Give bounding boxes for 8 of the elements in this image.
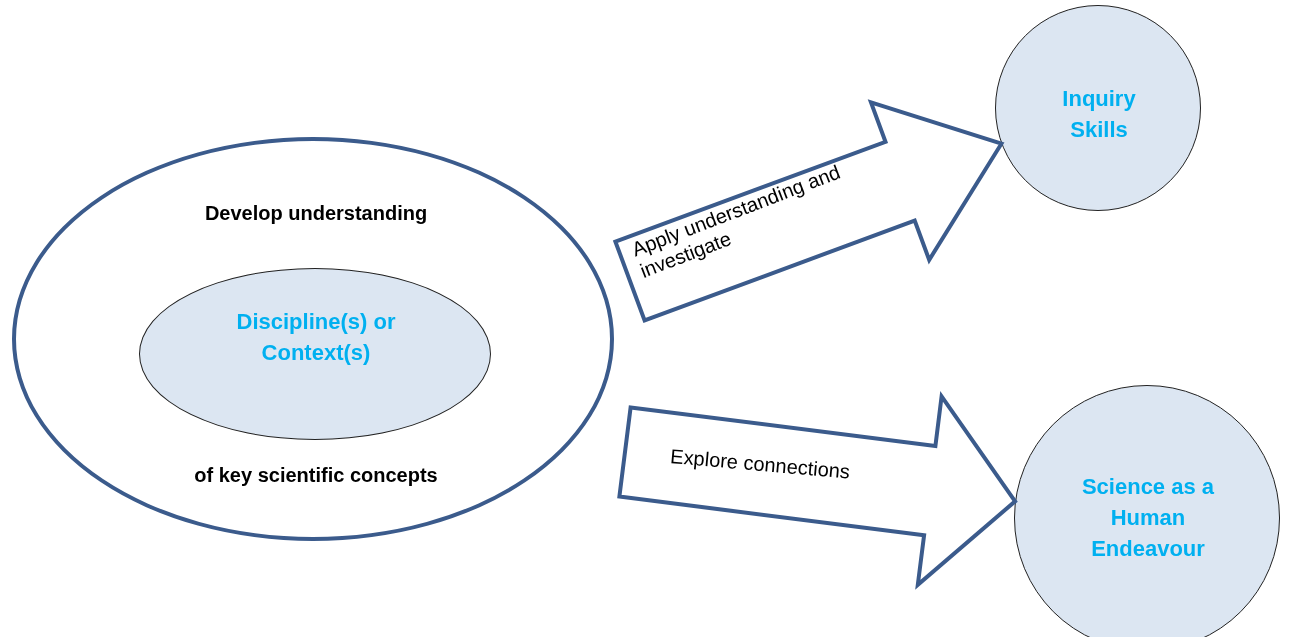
node-label: Science as a Human Endeavour bbox=[1080, 473, 1216, 563]
block-arrow bbox=[612, 99, 1005, 323]
node-label: Inquiry Skills bbox=[1061, 85, 1137, 144]
node-label: Discipline(s) or Context(s) bbox=[236, 308, 396, 367]
block-arrow bbox=[617, 390, 1018, 590]
node-label: Develop understanding bbox=[203, 201, 429, 225]
edge-label: Explore connections bbox=[669, 445, 852, 485]
node-label: of key scientific concepts bbox=[193, 463, 439, 487]
